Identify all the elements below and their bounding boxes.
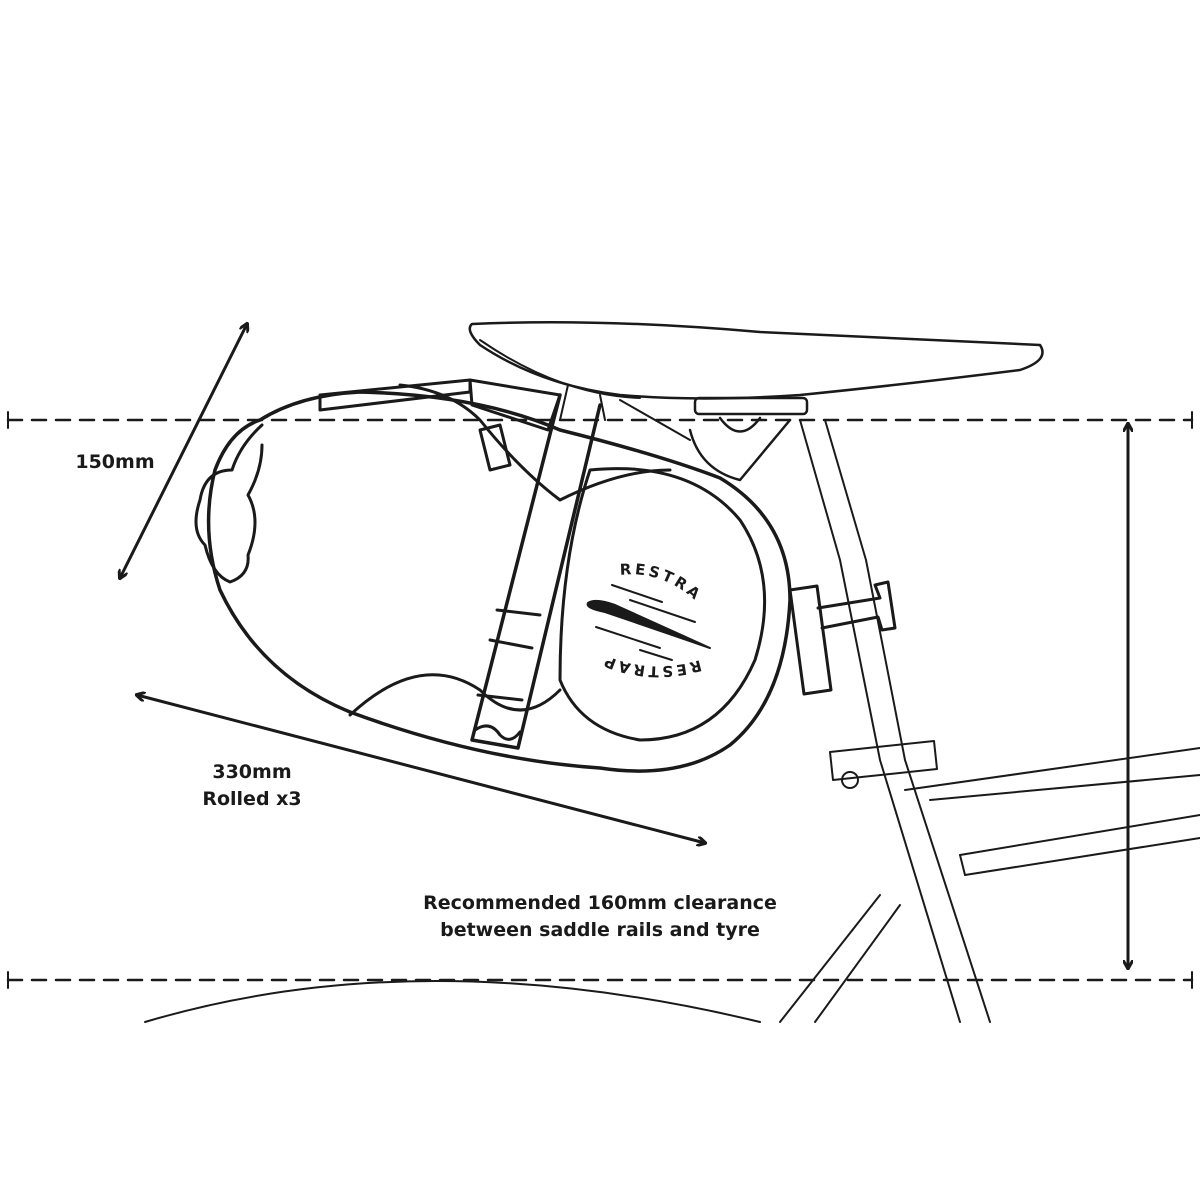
seatpost-clamp (693, 396, 809, 416)
restrap-logo: RESTRAP RESTRAP (0, 0, 711, 681)
bike-frame (779, 419, 1200, 1023)
height-dimension-label: 150mm (75, 451, 155, 473)
clearance-label-line2: between saddle rails and tyre (440, 919, 760, 941)
length-note-label: Rolled x3 (202, 788, 302, 810)
height-dimension-arrow (120, 324, 247, 578)
saddle (468, 320, 1044, 400)
length-dimension-label: 330mm (212, 761, 292, 783)
tyre (144, 980, 761, 1023)
seatpost (688, 418, 792, 482)
clearance-label-line1: Recommended 160mm clearance (423, 892, 777, 914)
length-dimension-arrow (137, 695, 705, 843)
needle-icon (586, 599, 711, 649)
svg-text:RESTRAP: RESTRAP (0, 0, 706, 605)
saddle-bag (194, 378, 897, 773)
svg-text:RESTRAP: RESTRAP (599, 651, 703, 680)
